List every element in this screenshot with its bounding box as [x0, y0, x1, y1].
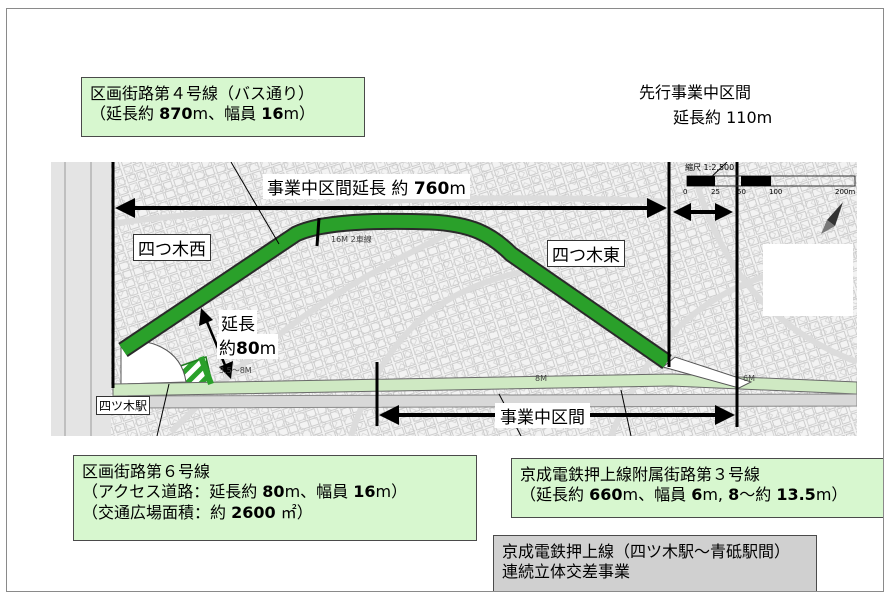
scale-text: 縮尺 1:2,500 — [685, 163, 735, 172]
scale-tick-25: 25 — [711, 188, 720, 196]
project-subtitle: 連続立体交差事業 — [502, 562, 631, 582]
callout-road3: 京成電鉄押上線附属街路第３号線 （延長約 660m、幅員 6m, 8～約 13.… — [511, 458, 883, 518]
project-map: 事業中区間延長 約 760m 四つ木西 四つ木東 延長 約80m 事業中区間 四… — [51, 162, 857, 436]
scale-bar — [686, 175, 856, 187]
label-access-length-2: 約80m — [217, 334, 279, 359]
arrow-80 — [199, 308, 233, 379]
road4-title: 区画街路第４号線（バス通り） — [90, 84, 315, 103]
road6-plaza: （交通広場面積：約 2600 ㎡） — [82, 502, 313, 522]
callout-road4: 区画街路第４号線（バス通り） （延長約 870m、幅員 16m） — [81, 77, 365, 137]
label-section: 事業中区間 — [495, 403, 590, 428]
scale-tick-200: 200m — [835, 188, 856, 196]
label-yotsugi-west: 四つ木西 — [133, 234, 211, 261]
figure-frame: 事業中区間延長 約 760m 四つ木西 四つ木東 延長 約80m 事業中区間 四… — [6, 8, 884, 592]
label-station: 四ツ木駅 — [96, 396, 151, 415]
callout-road6: 区画街路第６号線 （アクセス道路：延長約 80m、幅員 16m） （交通広場面積… — [73, 455, 477, 541]
aux-road-white — [661, 356, 753, 389]
arrow-110 — [673, 203, 733, 221]
map-road-note-4: 3.5～8M — [219, 366, 252, 375]
road6-spec: （アクセス道路：延長約 80m、幅員 16m） — [82, 482, 408, 502]
label-section-length: 事業中区間延長 約 760m — [263, 174, 470, 199]
scale-tick-0: 0 — [683, 188, 688, 196]
highway-band — [51, 162, 111, 436]
preceding-title: 先行事業中区間 — [639, 83, 752, 102]
north-arrow-icon — [821, 202, 843, 234]
map-road-note-3: 6M — [743, 374, 755, 383]
road-tick — [315, 217, 321, 247]
railway-track — [112, 393, 857, 409]
map-blank-box — [763, 244, 853, 316]
leader-lines-map — [156, 162, 728, 436]
project-title: 京成電鉄押上線（四ツ木駅～青砥駅間） — [502, 542, 791, 561]
road6-green — [198, 355, 214, 386]
arrow-760 — [115, 198, 667, 218]
scale-tick-100: 100 — [769, 188, 783, 196]
label-access-length-1: 延長 — [219, 310, 257, 335]
map-svg — [51, 162, 857, 436]
road4-green — [119, 214, 671, 368]
map-road-note-2: 8M — [535, 374, 547, 383]
road3-title: 京成電鉄押上線附属街路第３号線 — [520, 465, 761, 484]
callout-project: 京成電鉄押上線（四ツ木駅～青砥駅間） 連続立体交差事業 — [493, 535, 817, 591]
label-yotsugi-east: 四つ木東 — [547, 240, 625, 267]
road3-spec: （延長約 660m、幅員 6m, 8～約 13.5m） — [520, 485, 848, 505]
road6-title: 区画街路第６号線 — [82, 462, 211, 481]
road4-spec: （延長約 870m、幅員 16m） — [90, 104, 316, 124]
map-road-note-1: 16M 2車線 — [331, 235, 372, 244]
scale-tick-50: 50 — [737, 188, 746, 196]
preceding-length: 延長約 110m — [673, 108, 773, 127]
